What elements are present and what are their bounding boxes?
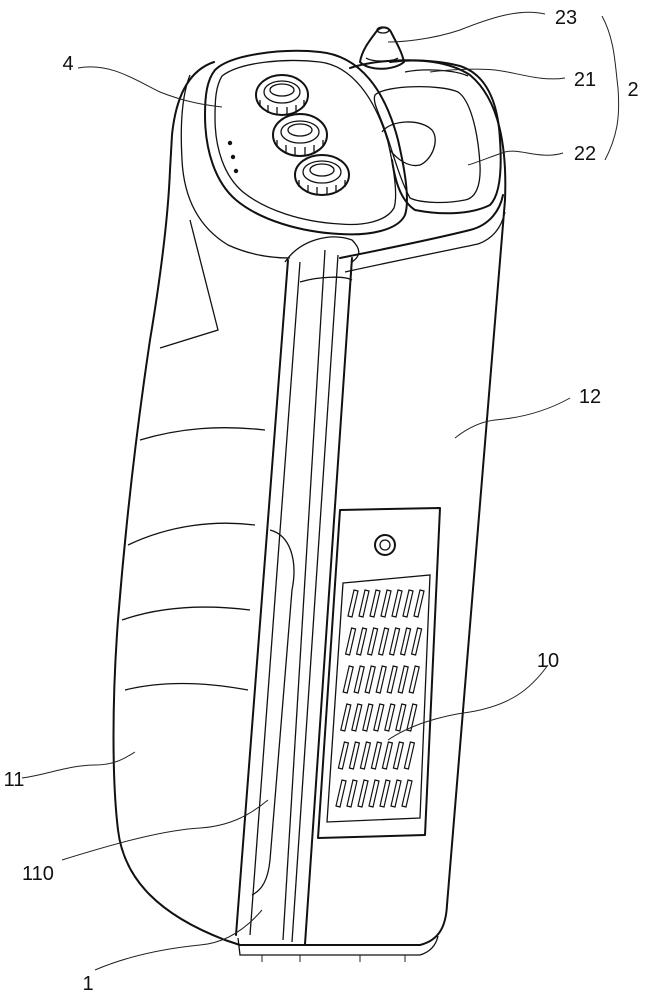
- grille-slot: [398, 666, 408, 693]
- frame-right-edge: [305, 258, 352, 944]
- grille-slot: [392, 590, 402, 617]
- grip-recess: [252, 530, 294, 895]
- leader-11: [22, 752, 135, 778]
- screw: [375, 535, 395, 555]
- label-10: 10: [537, 650, 559, 672]
- tank-window: [374, 87, 480, 203]
- frame-left-inner: [250, 262, 300, 935]
- label-110: 110: [22, 863, 54, 885]
- frame-top-join: [300, 277, 352, 282]
- grille-slot: [358, 780, 368, 807]
- grille-slot: [338, 742, 348, 769]
- leader-110: [62, 800, 268, 860]
- rib-triangle: [160, 220, 218, 348]
- grille-slot: [393, 742, 403, 769]
- brace-2: [602, 16, 619, 160]
- grille-slot: [385, 704, 395, 731]
- frame-left-edge: [236, 260, 288, 935]
- grille-slot: [403, 590, 413, 617]
- control-knobs: [256, 75, 349, 195]
- panel-top-inner: [345, 212, 505, 272]
- leader-23: [388, 12, 545, 42]
- grille-slot: [414, 590, 424, 617]
- grille-slot: [357, 628, 367, 655]
- leader-10: [388, 665, 548, 740]
- grille-slot: [401, 628, 411, 655]
- vent-panel: [318, 508, 440, 838]
- label-4: 4: [62, 53, 73, 75]
- rib-3: [122, 607, 250, 620]
- grille-slot: [347, 780, 357, 807]
- indicator-led-3: [234, 169, 238, 173]
- grille-slot: [412, 628, 422, 655]
- frame-top-cap: [285, 237, 359, 262]
- grille-slot: [336, 780, 346, 807]
- water-tank: [350, 27, 501, 213]
- label-23: 23: [555, 7, 577, 29]
- grille-slots: [336, 590, 424, 807]
- knob-top: [256, 75, 308, 115]
- grille-slot: [396, 704, 406, 731]
- leader-4: [78, 67, 222, 107]
- grille-slot: [352, 704, 362, 731]
- indicator-led-1: [228, 141, 232, 145]
- panel-top-edge: [340, 195, 503, 258]
- label-12: 12: [579, 386, 601, 408]
- grille-slot: [359, 590, 369, 617]
- grille-slot: [409, 666, 419, 693]
- knob-middle: [273, 114, 327, 156]
- grille-slot: [360, 742, 370, 769]
- grille-slot: [369, 780, 379, 807]
- leader-12: [455, 398, 570, 438]
- grille-slot: [390, 628, 400, 655]
- grille-slot: [382, 742, 392, 769]
- leader-22: [468, 151, 563, 165]
- grille-slot: [341, 704, 351, 731]
- label-11: 11: [4, 769, 25, 791]
- grille-slot: [354, 666, 364, 693]
- label-1: 1: [82, 973, 93, 995]
- grille-slot: [381, 590, 391, 617]
- rib-1: [140, 428, 265, 440]
- grille-slot: [343, 666, 353, 693]
- label-22: 22: [574, 143, 596, 165]
- grille-slot: [346, 628, 356, 655]
- frame-mid-b: [292, 255, 338, 942]
- rib-4: [125, 684, 248, 690]
- grille-slot: [404, 742, 414, 769]
- grille-slot: [391, 780, 401, 807]
- left-ribs: [122, 220, 294, 895]
- grille-slot: [349, 742, 359, 769]
- rib-2: [128, 523, 255, 545]
- grille-slot: [379, 628, 389, 655]
- grille-slot: [363, 704, 373, 731]
- grille-slot: [370, 590, 380, 617]
- grille-slot: [374, 704, 384, 731]
- grille-slot: [371, 742, 381, 769]
- grille-slot: [387, 666, 397, 693]
- indicator-led-2: [231, 155, 235, 159]
- grille-slot: [365, 666, 375, 693]
- label-21: 21: [574, 69, 596, 91]
- grille-slot: [376, 666, 386, 693]
- knob-bottom: [295, 155, 349, 195]
- leader-21: [430, 69, 565, 79]
- grille-slot: [348, 590, 358, 617]
- label-2: 2: [627, 79, 638, 101]
- grille-slot: [402, 780, 412, 807]
- grille-slot: [380, 780, 390, 807]
- base-feet: [262, 955, 405, 962]
- grille-slot: [368, 628, 378, 655]
